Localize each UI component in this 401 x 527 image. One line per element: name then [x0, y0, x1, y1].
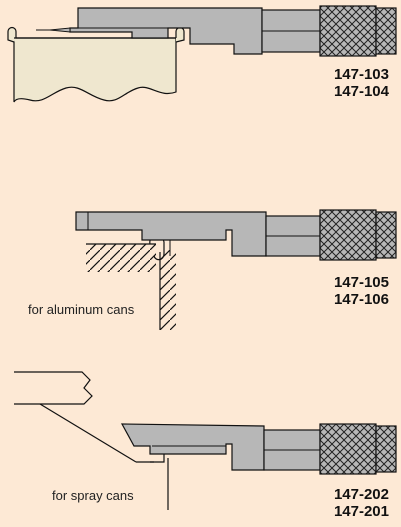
- anvil-pin: [49, 27, 71, 33]
- can-wall-right: [160, 250, 176, 330]
- panel-2-aluminum-can-illustration: [75, 209, 397, 330]
- can-shoulder: [39, 403, 137, 463]
- model-label-group-1: 147-103 147-104: [299, 66, 389, 100]
- caption-spray-cans: for spray cans: [52, 488, 134, 503]
- thimble-knurl: [319, 423, 377, 475]
- can-wall-hatch: [86, 244, 156, 272]
- seam-hook-right: [175, 26, 185, 43]
- model-label-group-2: 147-105 147-106: [299, 274, 389, 308]
- micrometer-frame: [120, 423, 265, 471]
- model-number: 147-103: [333, 66, 389, 83]
- caption-aluminum-cans: for aluminum cans: [28, 302, 135, 317]
- seam-hook-left: [7, 26, 17, 43]
- model-number: 147-105: [333, 274, 389, 291]
- panel-1-can-seam-illustration: [7, 5, 397, 103]
- model-number: 147-202: [333, 486, 389, 503]
- model-number: 147-104: [333, 83, 389, 100]
- model-number: 147-201: [333, 503, 389, 520]
- can-body: [13, 37, 177, 103]
- thimble-knurl: [319, 209, 377, 261]
- panel-3-spray-can-illustration: [14, 371, 397, 510]
- ratchet-knurl: [375, 7, 397, 55]
- thimble-knurl: [319, 5, 377, 57]
- can-top-outline: [14, 371, 93, 405]
- ratchet-knurl: [375, 211, 397, 259]
- model-label-group-3: 147-202 147-201: [299, 486, 389, 520]
- ratchet-knurl: [375, 425, 397, 473]
- model-number: 147-106: [333, 291, 389, 308]
